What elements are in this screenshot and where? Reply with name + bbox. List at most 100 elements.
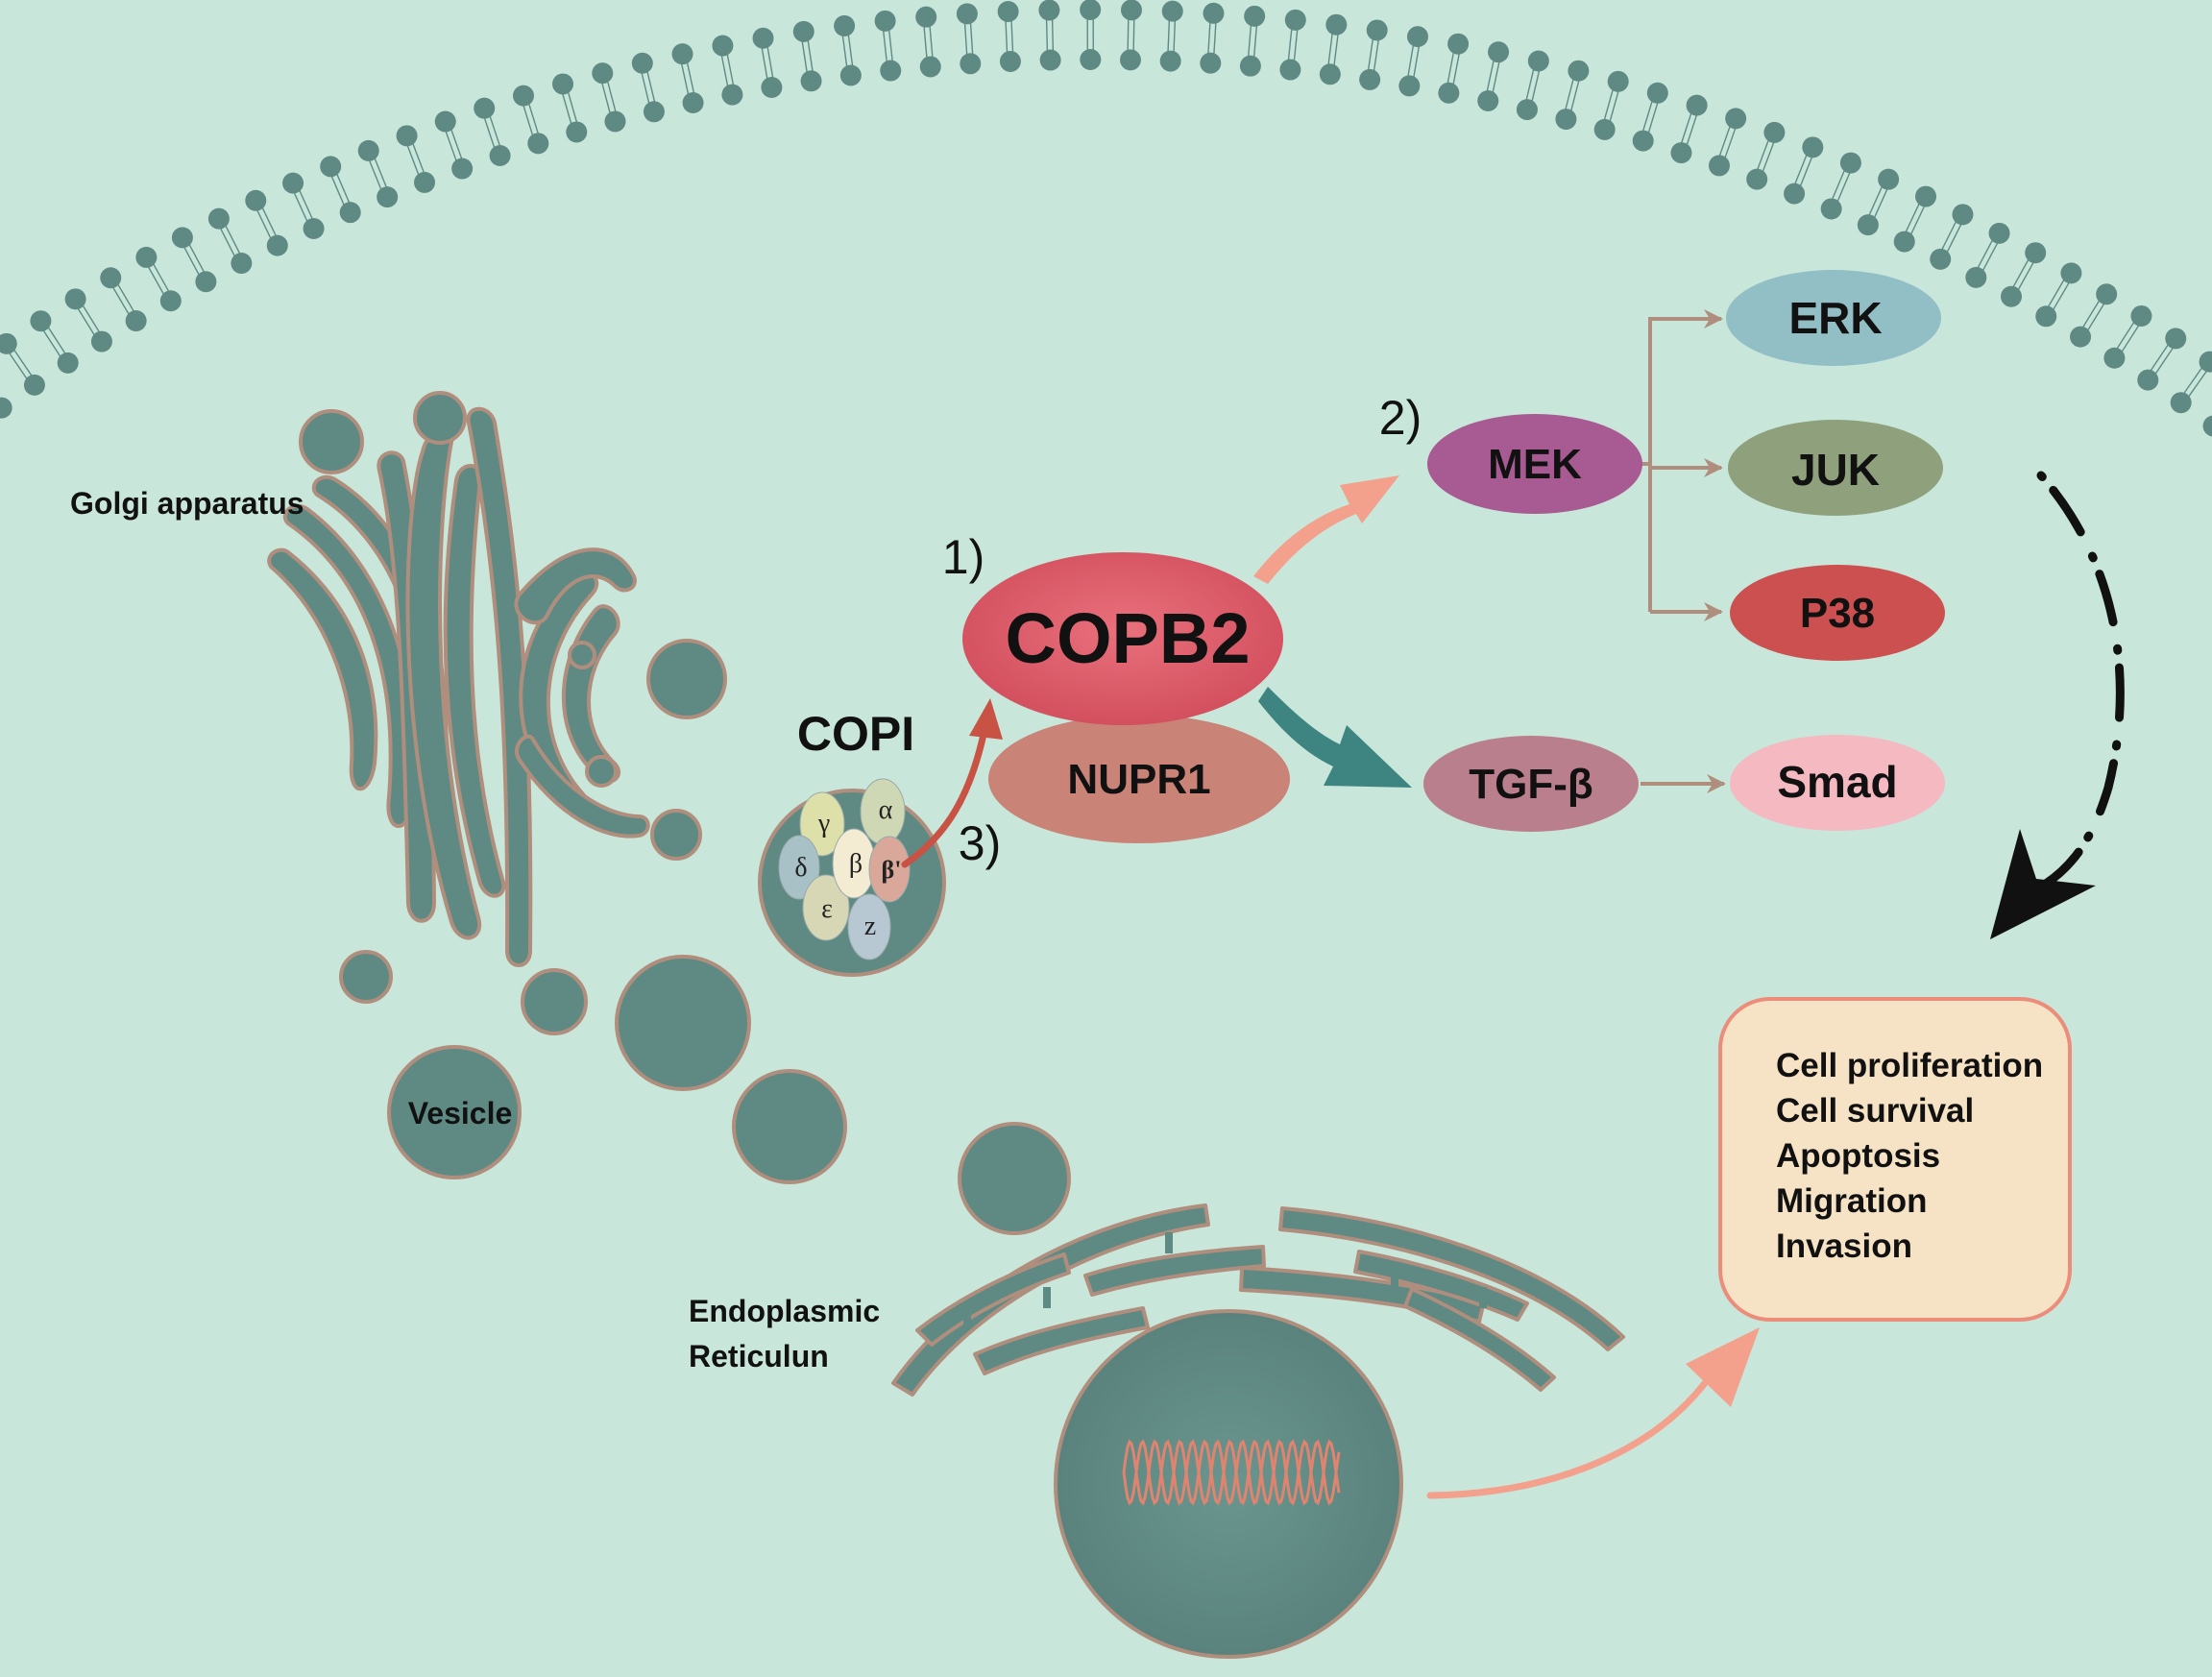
- lipid-head: [2165, 328, 2187, 350]
- step-3-label: 3): [959, 816, 1001, 870]
- lipid-head: [396, 125, 418, 147]
- lipid-head: [90, 330, 112, 352]
- lipid-head: [1593, 118, 1616, 140]
- lipid-head: [752, 27, 774, 49]
- lipid-head: [1802, 136, 1824, 158]
- subunit-gamma: [799, 791, 845, 857]
- lipid-head: [1038, 0, 1060, 21]
- vesicles: [339, 950, 1071, 1235]
- lipid-head: [1398, 75, 1421, 97]
- golgi-apparatus: [267, 391, 727, 967]
- copb2-label: COPB2: [1006, 598, 1251, 678]
- lipid-head: [1447, 33, 1470, 55]
- lipid-head: [1632, 130, 1654, 152]
- lipid-head: [23, 374, 45, 396]
- lipid-head: [2137, 369, 2159, 391]
- lipid-head: [135, 246, 158, 268]
- copi-complex: α γ δ β β' ε z: [758, 778, 946, 977]
- lipid-head: [1607, 70, 1629, 92]
- lipid-head: [474, 97, 496, 119]
- lipid-head: [1516, 99, 1538, 121]
- lipid-head: [489, 145, 511, 167]
- lipid-head: [1646, 82, 1668, 104]
- lipid-head: [1366, 19, 1388, 41]
- lipid-head: [57, 352, 79, 374]
- lipid-head: [997, 1, 1019, 23]
- cell-membrane: [0, 0, 2212, 437]
- lipid-head: [2199, 351, 2212, 373]
- lipid-head: [671, 43, 693, 65]
- lipid-head: [1039, 49, 1061, 71]
- lipid-head: [1120, 0, 1142, 21]
- erk-node: ERK: [1726, 270, 1941, 366]
- dna-strand: [1122, 1439, 1341, 1506]
- subunit-zeta-text: z: [864, 911, 876, 941]
- subunit-delta-text: δ: [794, 853, 807, 883]
- lipid-head: [712, 35, 734, 57]
- lipid-head: [1080, 49, 1102, 71]
- lipid-head: [1159, 50, 1181, 72]
- lipid-head: [2025, 242, 2047, 264]
- lipid-head: [915, 6, 937, 28]
- lipid-head: [1915, 185, 1937, 207]
- lipid-head: [2130, 304, 2152, 327]
- step-2-label: 2): [1379, 391, 1422, 445]
- copi-to-copb2-arrow: [901, 698, 1003, 868]
- nucleus: [1054, 1309, 1403, 1659]
- subunit-zeta: [847, 893, 891, 960]
- copb2-to-mek-arrow: [1253, 475, 1399, 584]
- lipid-head: [1839, 152, 1861, 174]
- lipid-head: [207, 207, 230, 230]
- lipid-head: [1527, 50, 1549, 72]
- lipid-head: [451, 158, 474, 180]
- lipid-head: [956, 3, 978, 25]
- subunit-alpha-text: α: [879, 795, 893, 825]
- subunit-beta-prime-text: β': [882, 856, 902, 884]
- lipid-head: [1725, 108, 1747, 130]
- lipid-head: [1161, 0, 1183, 22]
- erk-label: ERK: [1788, 293, 1882, 343]
- lipid-head: [171, 227, 193, 249]
- lipid-head: [960, 53, 982, 75]
- lipid-head: [643, 101, 665, 123]
- lipid-head: [1670, 142, 1692, 164]
- subunit-epsilon: [802, 874, 850, 941]
- juk-label: JUK: [1791, 445, 1880, 495]
- lipid-head: [1746, 168, 1768, 190]
- lipid-head: [231, 253, 253, 275]
- lipid-head: [1406, 26, 1428, 48]
- er-label-line2: Reticulun: [689, 1339, 829, 1373]
- lipid-head: [761, 76, 783, 98]
- dna-helix: [1122, 1439, 1341, 1506]
- lipid-head: [1686, 94, 1708, 116]
- subunit-epsilon-text: ε: [821, 894, 833, 924]
- nupr1-to-tgfb-arrow: [1258, 687, 1412, 788]
- lipid-head: [839, 64, 862, 86]
- p38-node: P38: [1730, 565, 1945, 661]
- lipid-head: [1555, 109, 1577, 131]
- lipid-head: [631, 52, 653, 74]
- subunit-beta-text: β: [849, 849, 863, 879]
- lipid-head: [2096, 283, 2118, 305]
- nupr1-node: NUPR1: [988, 715, 1290, 843]
- copi-label: COPI: [797, 707, 914, 761]
- tgfb-node: TGF-β: [1423, 736, 1639, 832]
- nupr1-label: NUPR1: [1067, 756, 1210, 803]
- mek-node: MEK: [1427, 414, 1642, 514]
- nucleus-to-outcomes-arrow: [1426, 1327, 1760, 1499]
- smad-node: Smad: [1730, 735, 1945, 831]
- lipid-head: [2060, 262, 2082, 284]
- lipid-head: [266, 234, 288, 256]
- golgi-label: Golgi apparatus: [70, 486, 304, 521]
- lipid-head: [2170, 392, 2192, 414]
- lipid-head: [1200, 52, 1222, 74]
- lipid-head: [30, 310, 52, 332]
- lipid-head: [1359, 68, 1381, 90]
- lipid-head: [64, 288, 86, 310]
- lipid-head: [1488, 41, 1510, 63]
- lipid-head: [880, 60, 902, 82]
- lipid-head: [1119, 49, 1141, 71]
- subunit-delta: [778, 835, 820, 900]
- subunit-gamma-text: γ: [817, 809, 830, 838]
- lipid-head: [320, 156, 342, 178]
